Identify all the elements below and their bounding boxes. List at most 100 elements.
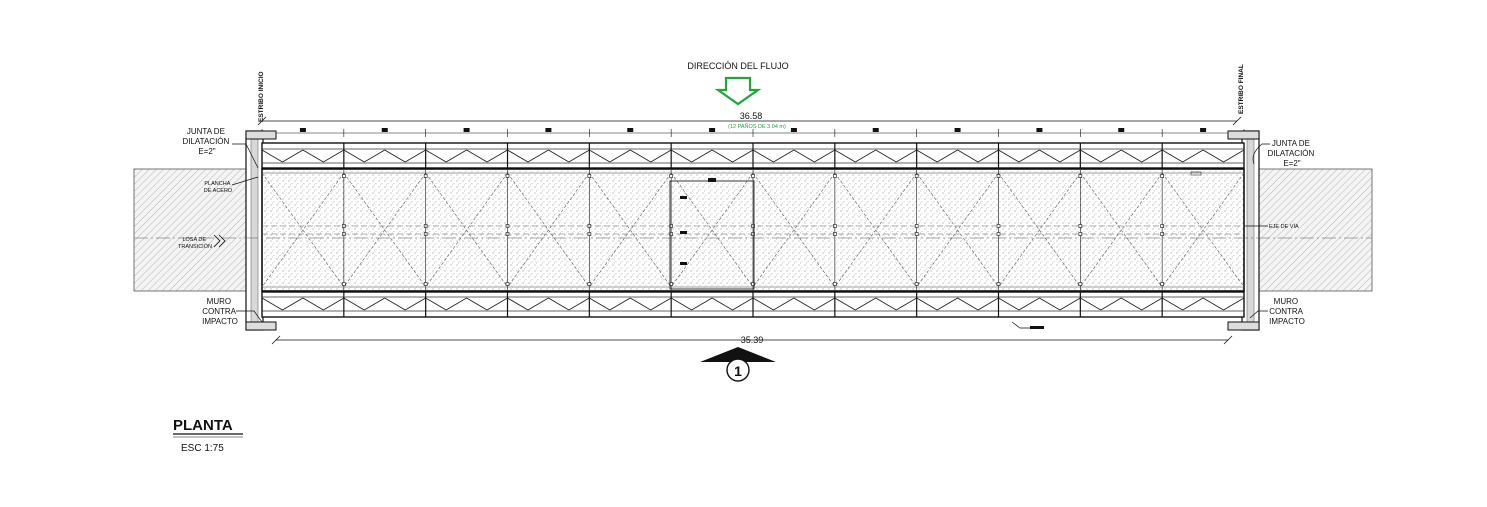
left-joint-label: JUNTA DE DILATACIÓN E=2"	[182, 127, 231, 156]
truss-diagonal	[752, 297, 774, 311]
truss-diagonal	[261, 297, 283, 311]
start-abutment-label: ESTRIBO INICIO	[258, 71, 265, 122]
deck-node	[996, 282, 1001, 286]
deck-node	[342, 282, 346, 286]
truss-diagonal	[1018, 149, 1040, 163]
deck-panel-diagonal	[589, 172, 672, 288]
truss-diagonal	[752, 149, 774, 163]
truss-diagonal	[282, 297, 304, 311]
deck-panel-diagonal	[1080, 172, 1163, 288]
deck-node	[914, 282, 919, 286]
truss-diagonal	[1059, 297, 1081, 311]
truss-diagonal	[895, 297, 917, 311]
truss-diagonal	[977, 297, 999, 311]
truss-diagonal	[364, 297, 385, 311]
truss-diagonal	[1121, 297, 1142, 311]
section-marker: 1	[700, 347, 776, 382]
truss-diagonal	[404, 149, 426, 163]
truss-diagonal	[1182, 297, 1204, 311]
truss-diagonal	[773, 149, 795, 163]
truss-diagonal	[1141, 297, 1163, 311]
deck-panel-diagonal	[916, 172, 999, 288]
deck-panel-diagonal	[752, 172, 836, 288]
truss-diagonal	[691, 149, 713, 163]
deck-panel-diagonal	[670, 172, 754, 288]
truss-diagonal	[895, 149, 917, 163]
truss-diagonal	[732, 297, 754, 311]
steel-plate-label: PLANCHA DE ACERO	[204, 181, 233, 194]
truss-diagonal	[936, 297, 958, 311]
deck-panel-diagonal	[1161, 172, 1245, 288]
deck-node	[423, 282, 428, 286]
panel-ticks	[261, 128, 1245, 137]
drawing-title: PLANTA	[173, 417, 233, 434]
truss-diagonal	[589, 297, 611, 311]
road-axis-label: EJE DE VÍA	[1269, 223, 1299, 230]
truss-diagonal	[732, 149, 754, 163]
deck-panel-diagonal	[261, 172, 345, 288]
truss-diagonal	[834, 297, 856, 311]
deck-node	[505, 174, 510, 178]
flow-direction-label: DIRECCIÓN DEL FLUJO	[687, 61, 788, 71]
truss-diagonal	[548, 297, 570, 311]
truss-diagonal	[1202, 297, 1224, 311]
deck-node	[996, 232, 1001, 236]
crossbeam-mark	[1036, 128, 1043, 132]
leaders	[231, 143, 1270, 329]
truss-diagonal	[875, 297, 897, 311]
left-wall-label: MURO CONTRA IMPACTO	[202, 297, 238, 326]
truss-diagonal	[384, 297, 406, 311]
deck-slab	[134, 168, 1372, 292]
crossbeam-mark	[545, 128, 552, 132]
deck-node	[1078, 174, 1083, 178]
truss-diagonal	[568, 297, 590, 311]
truss-diagonal	[916, 149, 938, 163]
truss-diagonal	[343, 149, 365, 163]
abutment-end	[1227, 130, 1260, 331]
truss-diagonal	[691, 297, 713, 311]
truss-diagonal	[1161, 297, 1183, 311]
crossbeam-mark	[954, 128, 961, 132]
truss-diagonal	[670, 297, 692, 311]
flow-arrow-icon	[714, 76, 762, 106]
deck-node	[587, 282, 592, 286]
section-marker-number: 1	[734, 363, 742, 379]
bottom-dimension: 35.39	[271, 335, 1233, 345]
truss-diagonal	[814, 149, 836, 163]
truss-diagonal	[1121, 149, 1142, 163]
top-dimension-value: 36.58	[740, 111, 763, 121]
truss-diagonal	[793, 149, 815, 163]
truss-diagonal	[425, 297, 447, 311]
truss-diagonal	[916, 297, 938, 311]
transition-slab-arrow-icon	[213, 234, 226, 248]
truss-diagonal	[486, 149, 508, 163]
truss-diagonal	[1039, 149, 1061, 163]
truss-diagonal	[1100, 297, 1122, 311]
truss-diagonal	[527, 297, 549, 311]
truss-diagonal	[486, 297, 508, 311]
bottom-dimension-value: 35.39	[741, 335, 764, 345]
deck-node	[1078, 282, 1083, 286]
truss-diagonal	[466, 297, 488, 311]
truss-diagonal	[404, 297, 426, 311]
truss-diagonal	[1018, 297, 1040, 311]
truss-diagonal	[589, 149, 611, 163]
truss-diagonal	[936, 149, 958, 163]
deck-node	[833, 282, 837, 286]
truss-diagonal	[1080, 297, 1102, 311]
truss-diagonal	[445, 297, 467, 311]
truss-diagonal	[548, 149, 570, 163]
truss-diagonal	[384, 149, 406, 163]
right-joint-label: JUNTA DE DILATACIÓN E=2"	[1267, 139, 1316, 168]
truss-diagonal	[1059, 149, 1081, 163]
truss-diagonal	[1141, 149, 1163, 163]
truss-diagonal	[507, 149, 529, 163]
truss-diagonal	[527, 149, 549, 163]
truss-diagonal	[957, 149, 979, 163]
truss-diagonal	[670, 149, 692, 163]
truss-diagonal	[957, 297, 979, 311]
truss-diagonal	[343, 297, 365, 311]
truss-diagonal	[1100, 149, 1122, 163]
truss-diagonal	[998, 149, 1020, 163]
approach-slab-right	[1257, 168, 1373, 292]
